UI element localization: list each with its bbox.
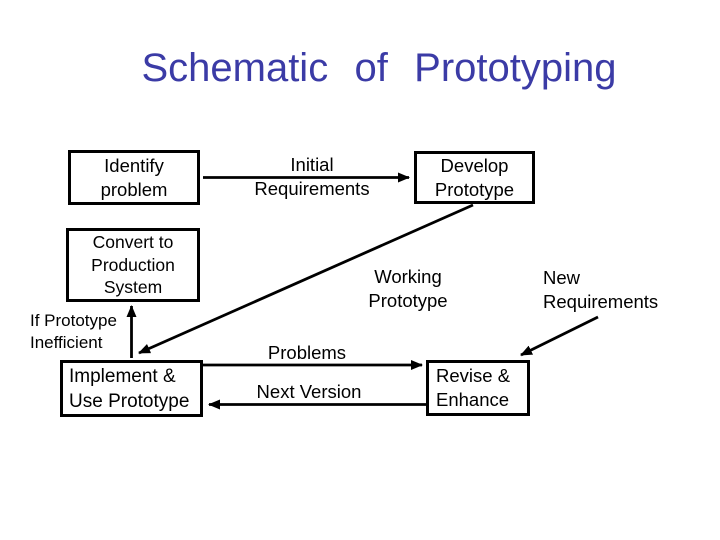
new-requirements-label: New Requirements — [543, 266, 658, 314]
convert-production-line-2: Production — [91, 254, 175, 275]
initial-requirements-line-2: Requirements — [254, 178, 370, 199]
develop-prototype-line-1: Develop — [440, 154, 509, 176]
revise-enhance-box: Revise & Enhance — [426, 360, 530, 416]
revise-enhance-line-1: Revise & — [436, 365, 511, 386]
new-requirements-line-2: Requirements — [543, 291, 659, 312]
slide-title: Schematic of Prototyping — [141, 46, 617, 90]
if-prototype-line-2: Inefficient — [30, 333, 103, 352]
implement-use-line-1: Implement & — [69, 365, 176, 387]
new-requirements-arrow — [520, 315, 599, 357]
revise-enhance-line-2: Enhance — [436, 389, 510, 410]
implement-use-line-2: Use Prototype — [69, 390, 190, 412]
problems-label: Problems — [267, 342, 347, 363]
working-prototype-arrow — [138, 203, 474, 355]
develop-prototype-box: Develop Prototype — [414, 151, 535, 204]
initial-requirements-label: Initial Requirements — [222, 153, 402, 201]
if-prototype-inefficient-label: If Prototype Inefficient — [30, 310, 117, 354]
next-version-label: Next Version — [256, 381, 362, 402]
implement-use-prototype-box: Implement & Use Prototype — [60, 360, 203, 417]
working-prototype-line-2: Prototype — [368, 290, 448, 311]
convert-production-line-1: Convert to — [92, 232, 174, 253]
convert-production-system-box: Convert to Production System — [66, 228, 200, 302]
working-prototype-label: Working Prototype — [348, 265, 468, 313]
identify-problem-line-1: Identify — [104, 154, 164, 176]
new-requirements-line-1: New — [543, 267, 581, 288]
identify-problem-box: Identify problem — [68, 150, 200, 205]
convert-production-line-3: System — [103, 277, 163, 298]
develop-prototype-line-2: Prototype — [434, 178, 515, 200]
initial-requirements-line-1: Initial — [290, 154, 334, 175]
identify-problem-line-2: problem — [100, 178, 168, 200]
working-prototype-line-1: Working — [374, 266, 442, 287]
if-prototype-line-1: If Prototype — [30, 311, 117, 330]
